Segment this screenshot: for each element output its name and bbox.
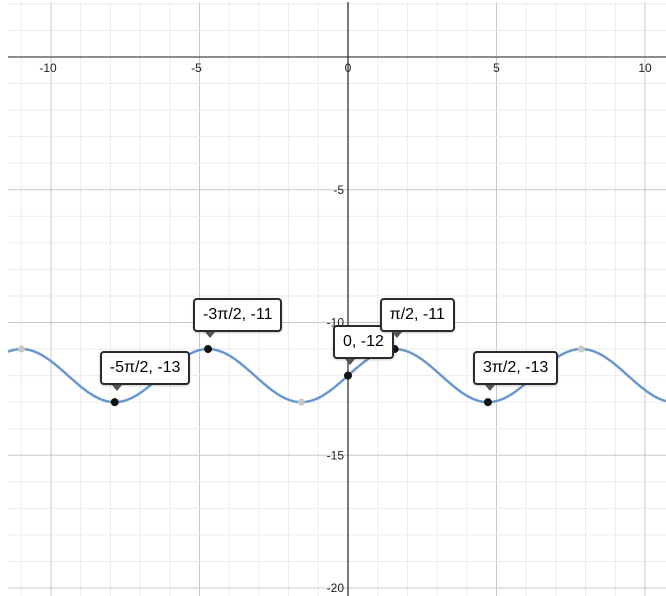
extremum-point: [17, 345, 25, 353]
extremum-point: [577, 345, 585, 353]
x-tick-label: -10: [39, 61, 57, 75]
x-tick-label: 5: [493, 61, 500, 75]
x-tick-label: 10: [638, 61, 652, 75]
x-tick-label: 0: [345, 61, 352, 75]
point-label[interactable]: -3π/2, -11: [193, 298, 283, 339]
y-tick-label: -20: [327, 581, 345, 595]
point-label[interactable]: π/2, -11: [379, 298, 455, 339]
labeled-point[interactable]: [204, 345, 213, 354]
x-tick-label: -5: [191, 61, 202, 75]
point-label[interactable]: -5π/2, -13: [99, 351, 191, 392]
labeled-point[interactable]: [344, 371, 352, 380]
labeled-point[interactable]: [483, 398, 492, 407]
y-tick-label: -5: [333, 183, 344, 197]
y-tick-label: -15: [327, 448, 345, 462]
labeled-point[interactable]: [110, 398, 119, 407]
extremum-point: [297, 398, 305, 406]
point-label[interactable]: 3π/2, -13: [472, 351, 559, 392]
